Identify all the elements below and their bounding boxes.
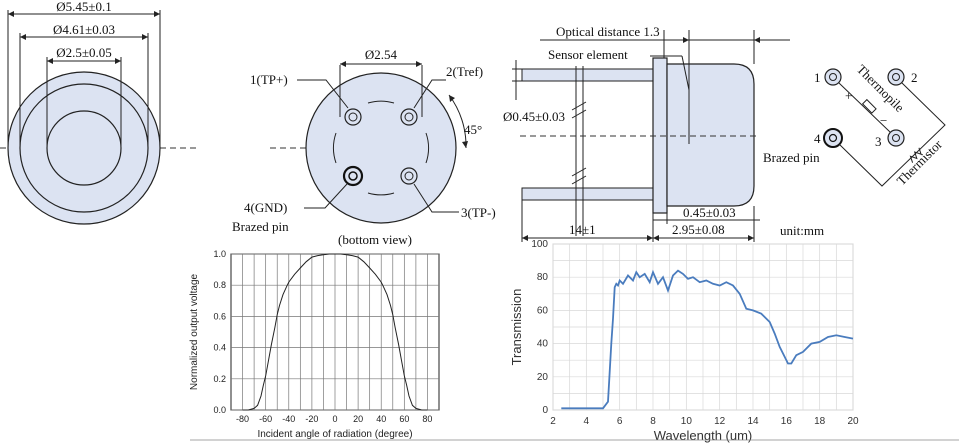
x-tick-label: 6 [617,416,623,427]
y-tick-label: 0.0 [213,405,226,415]
inner-diameter-label: Ø2.5±0.05 [56,45,112,60]
thermopile-wire [838,82,891,133]
angle-response-chart: -80 -60 -40 -20 0 20 40 60 80 0.0 0.2 0.4 0.6 0.8 1.0I… [189,249,440,440]
schematic-pin-2-label: 2 [911,70,918,85]
pin-3 [400,167,418,185]
pin-length-label: 14±1 [569,222,596,237]
y-tick-label: 40 [537,339,549,350]
arrowheads [449,95,468,148]
unit-label: unit:mm [780,223,824,238]
pin-diameter-label: Ø0.45±0.03 [503,109,565,124]
y-tick-label: 20 [537,372,549,383]
x-tick-label: 14 [747,416,759,427]
x-tick-label: 2 [550,416,556,427]
optical-distance-label: Optical distance 1.3 [556,24,660,39]
pitch-arc [367,100,395,104]
thermopile-plus: + [845,88,852,103]
x-tick-label: 10 [681,416,693,427]
x-tick-label: 20 [353,414,363,424]
lead-top [521,68,654,82]
pitch-arc [425,132,430,164]
schematic-pin-1-label: 1 [814,70,821,85]
series-line [242,253,428,411]
thermopile-minus: − [880,113,887,128]
y-tick-label: 0 [542,405,548,416]
mid-diameter-label: Ø4.61±0.03 [53,22,115,37]
pitch-label: Ø2.54 [365,47,398,62]
pin-1 [344,108,362,126]
pin-4-label: 4(GND) [244,200,287,215]
can-body [666,63,755,207]
series-line [561,269,854,410]
leader-sensor [681,55,690,91]
header-disc [305,72,457,224]
leader-pin-2 [413,79,446,109]
leader-pin-1 [297,79,349,109]
inner-circle [46,110,122,186]
x-tick-label: 60 [399,414,409,424]
x-tick-label: 40 [376,414,386,424]
y-axis-label: Normalized output voltage [189,273,200,390]
break-marks [571,101,587,185]
x-tick-label: -80 [236,414,249,424]
thermopile-symbol [861,98,877,114]
pin-4-brazed [342,165,364,187]
y-tick-label: 0.6 [213,311,226,321]
x-tick-label: 0 [332,414,337,424]
pin-1-label: 1(TP+) [250,72,288,87]
y-axis-label: Transmission [509,289,524,366]
x-tick-label: 8 [650,416,656,427]
y-tick-label: 0.8 [213,280,226,290]
schematic-pin-3 [887,129,905,147]
side-view: Optical distance 1.3 Sensor element Ø0.4… [503,24,824,242]
flange-label: 0.45±0.03 [683,205,736,220]
lead-bottom [521,187,654,201]
sensor-element-label: Sensor element [548,47,628,62]
pin-2 [400,108,418,126]
pin-schematic: 1 2 3 4 + − Thermopile Thermistor Brazed… [763,62,946,188]
x-tick-label: 18 [814,416,826,427]
pin-3-label: 3(TP-) [461,205,496,220]
front-view: Ø5.45±0.1 Ø4.61±0.03 Ø2.5±0.05 [0,0,200,225]
y-tick-label: 1.0 [213,249,226,259]
x-axis-label: Incident angle of radiation (degree) [257,429,412,440]
bottom-view: Ø2.54 1(TP+) 2(Tref) 3(TP-) 4(GND) 45° B… [232,47,496,247]
x-tick-label: 20 [847,416,859,427]
angle-label: 45° [464,122,482,137]
x-tick-label: -20 [305,414,318,424]
bottom-view-label: (bottom view) [338,232,412,247]
x-axis-label: Wavelength (um) [654,428,753,443]
outer-diameter-label: Ø5.45±0.1 [56,0,112,14]
schematic-pin-3-label: 3 [875,134,882,149]
schematic-pin-2 [887,68,905,86]
brazed-pin-label-2: Brazed pin [763,150,820,165]
leader-pin-3 [413,183,459,213]
schematic-pin-1 [824,68,842,86]
x-tick-label: 80 [422,414,432,424]
x-tick-label: 12 [714,416,726,427]
pin-2-label: 2(Tref) [446,64,483,79]
y-tick-label: 100 [531,239,548,250]
x-tick-label: -40 [282,414,295,424]
schematic-pin-4-label: 4 [814,131,821,146]
x-tick-label: 4 [584,416,590,427]
pitch-arc [367,192,395,196]
body-length-label: 2.95±0.08 [672,222,725,237]
y-tick-label: 60 [537,305,549,316]
brazed-pin-label: Brazed pin [232,219,289,234]
thermistor-wire [838,82,946,187]
x-tick-label: 16 [781,416,793,427]
y-tick-label: 80 [537,272,549,283]
y-tick-label: 0.2 [213,374,226,384]
thermistor-symbol [909,147,922,163]
x-tick-label: -60 [259,414,272,424]
schematic-pin-4 [823,128,843,148]
y-tick-label: 0.4 [213,343,226,353]
pitch-arc [332,132,337,164]
leader-pin-4 [304,183,348,209]
